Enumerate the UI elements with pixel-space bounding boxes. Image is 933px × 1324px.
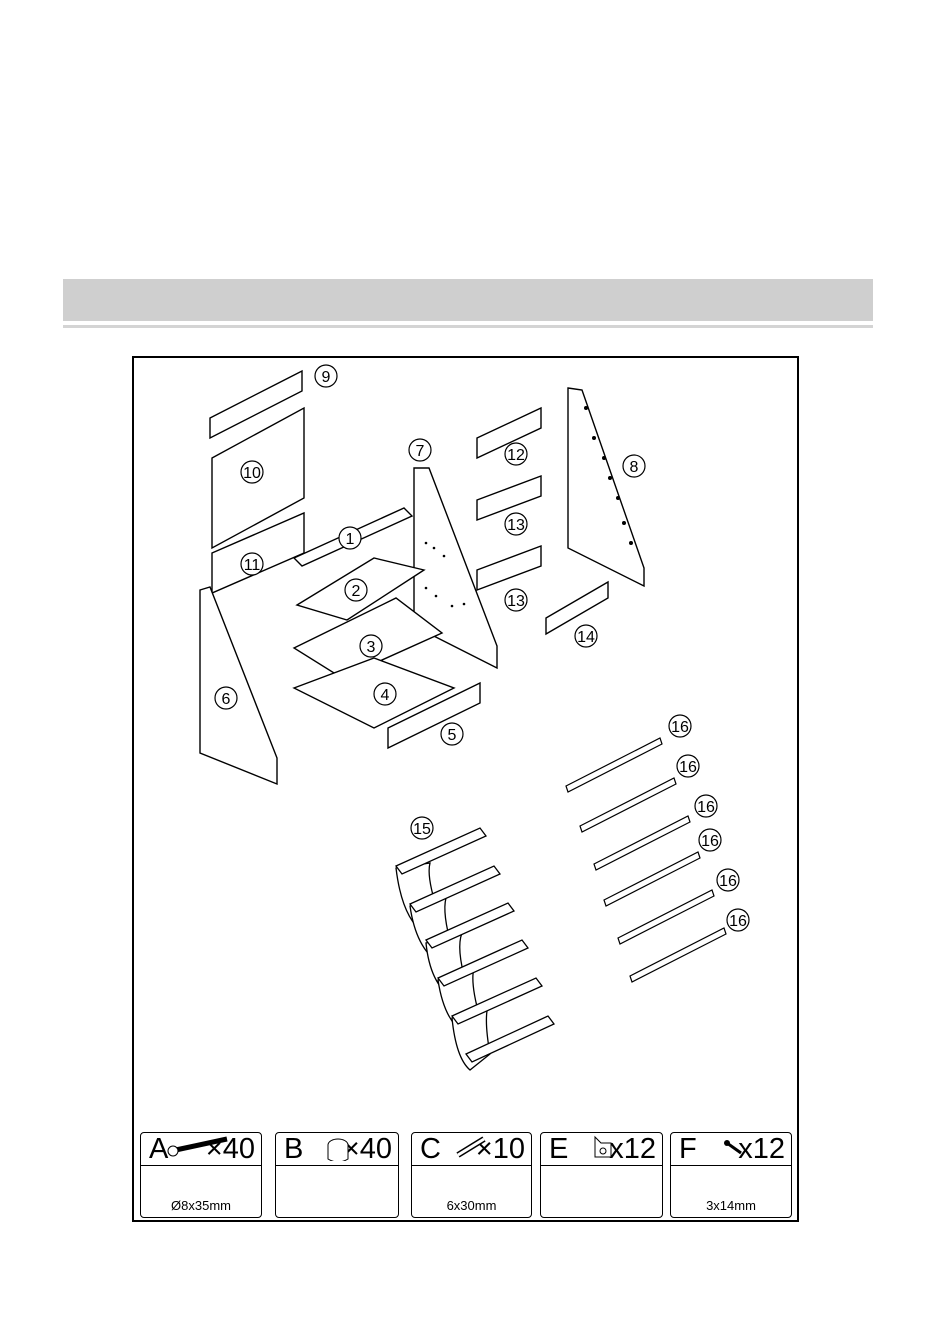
part-number-label: 11 (244, 557, 261, 574)
hardware-size: 3x14mm (671, 1198, 791, 1213)
hardware-box-b: B×40 (275, 1132, 399, 1218)
part-number-label: 3 (367, 639, 376, 656)
section-header-band (63, 279, 873, 321)
section-header-rule (63, 325, 873, 328)
part-number-label: 2 (352, 583, 361, 600)
hardware-size: 6x30mm (412, 1198, 531, 1213)
part-number-label: 16 (671, 719, 689, 736)
part-number-label: 16 (701, 833, 719, 850)
part-number-label: 16 (719, 873, 737, 890)
part-number-label: 6 (222, 691, 231, 708)
part-number-label: 5 (448, 727, 457, 744)
part-number-label: 16 (697, 799, 715, 816)
part-number-label: 8 (630, 459, 639, 476)
part-number-label: 13 (507, 593, 525, 610)
screw-icon (671, 1133, 793, 1161)
wood-dowel-icon (412, 1133, 533, 1161)
dowel-bolt-icon (141, 1133, 263, 1161)
cam-lock-icon (276, 1133, 400, 1161)
hardware-box-a: A×40 Ø8x35mm (140, 1132, 262, 1218)
part-6-side-panel (200, 587, 277, 784)
part-number-label: 10 (243, 465, 261, 482)
part-13-rail-a (477, 476, 541, 520)
shelf-pin-icon (541, 1133, 664, 1161)
hardware-size: Ø8x35mm (141, 1198, 261, 1213)
part-number-label: 1 (346, 531, 355, 548)
part-number-label: 7 (416, 443, 425, 460)
part-number-label: 15 (413, 821, 431, 838)
part-number-label: 13 (507, 517, 525, 534)
hardware-box-c: C×10 6x30mm (411, 1132, 532, 1218)
part-8-side-panel (568, 388, 644, 586)
part-14-rail (546, 582, 608, 634)
part-13-rail-b (477, 546, 541, 590)
part-16-rods (566, 738, 726, 982)
part-15-fabric-sling (396, 828, 554, 1070)
part-number-label: 9 (322, 369, 331, 386)
part-number-label: 4 (381, 687, 390, 704)
part-number-label: 14 (577, 629, 595, 646)
part-number-label: 16 (729, 913, 747, 930)
part-number-label: 16 (679, 759, 697, 776)
part-number-label: 12 (507, 447, 525, 464)
